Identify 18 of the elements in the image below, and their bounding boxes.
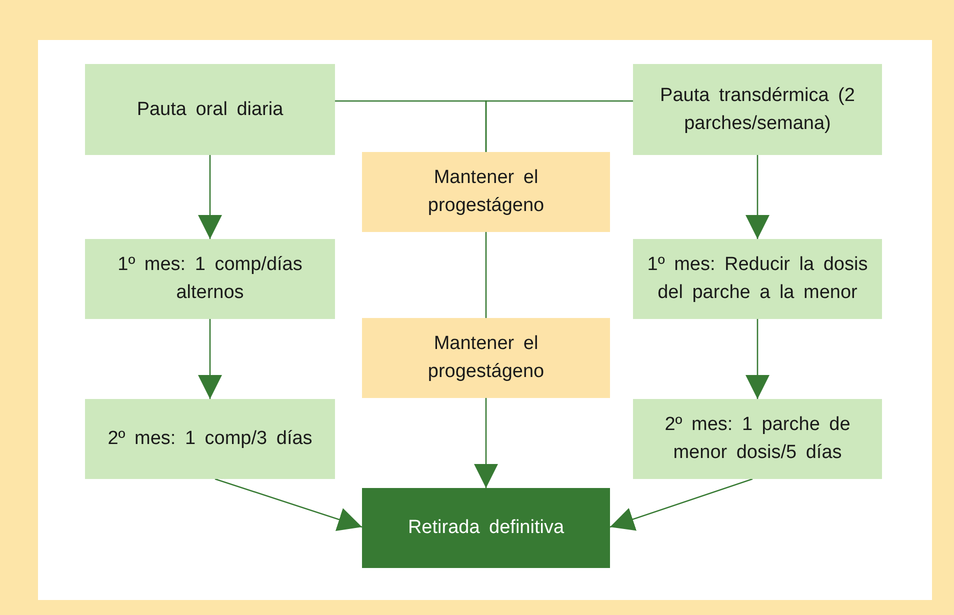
process-box: Pauta oral diaria (85, 64, 335, 155)
arrow (214, 478, 362, 531)
arrow (746, 319, 770, 399)
arrow (198, 319, 222, 399)
process-box: 1º mes: Reducir la dosis del parche a la menor (633, 239, 882, 319)
arrow (474, 398, 498, 488)
end-box: Retirada definitiva (362, 488, 610, 568)
process-box: Pauta transdérmica (2 parches/semana) (633, 64, 882, 155)
process-box: Mantener el progestágeno (362, 152, 610, 232)
arrow (746, 155, 770, 239)
arrow (198, 155, 222, 239)
process-box: 1º mes: 1 comp/días alternos (85, 239, 335, 319)
process-box: 2º mes: 1 comp/3 días (85, 399, 335, 479)
connector-line (485, 232, 487, 318)
arrow (610, 478, 753, 531)
process-box: Mantener el progestágeno (362, 318, 610, 398)
process-box: 2º mes: 1 parche de menor dosis/5 días (633, 399, 882, 479)
connector-line (485, 100, 633, 152)
